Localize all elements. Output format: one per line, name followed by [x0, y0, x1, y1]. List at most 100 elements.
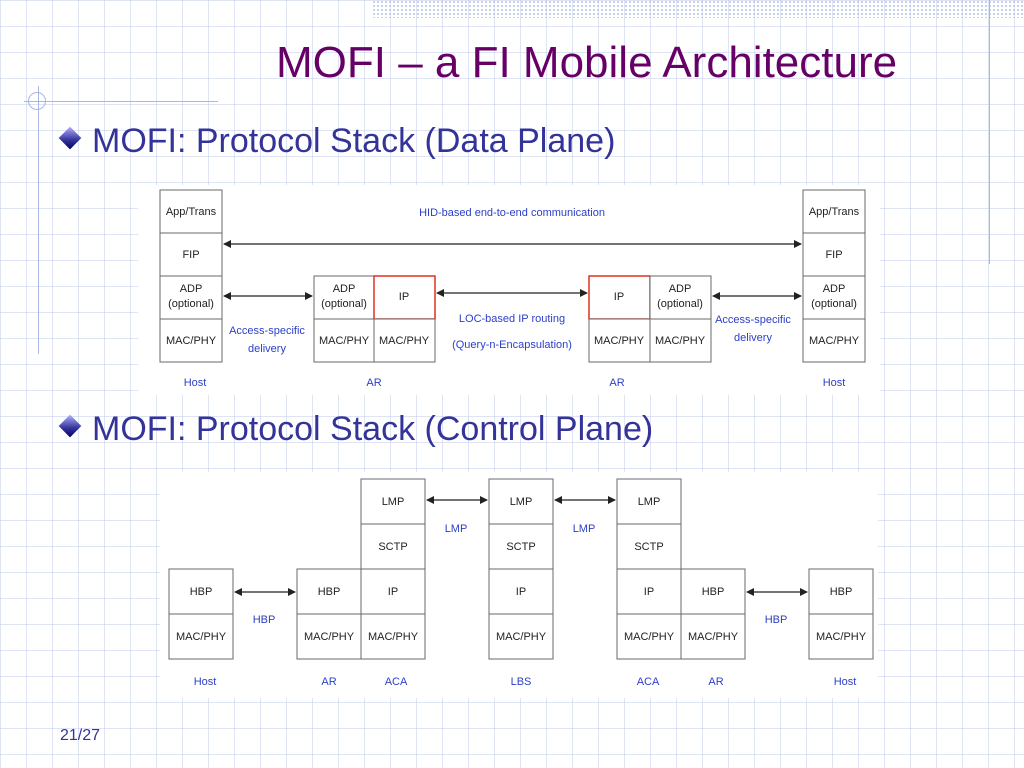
dp-ar-right-mac2: MAC/PHY [655, 335, 706, 347]
dp-query-label: (Query-n-Encapsulation) [452, 339, 572, 351]
dp-host-left-app: App/Trans [166, 206, 217, 218]
cp-aca-left-stack: LMP SCTP IP MAC/PHY ACA [360, 478, 426, 688]
dp-host-left-fip: FIP [182, 249, 199, 261]
bullet-control-plane: MOFI: Protocol Stack (Control Plane) [58, 410, 654, 449]
cp-aca-right-sctp-box [616, 523, 682, 570]
cp-aca-right-ip-box [616, 568, 682, 615]
cp-lbs-mac-box [488, 613, 554, 660]
dp-ar-right-stack: IP ADP (optional) MAC/PHY MAC/PHY AR [588, 275, 712, 389]
cp-lbs-ip-box [488, 568, 554, 615]
dp-host-left-stack: App/Trans FIP ADP (optional) MAC/PHY Hos… [159, 189, 223, 389]
dp-host-right-app-box [802, 189, 866, 234]
dp-ar-left-stack: ADP (optional) IP MAC/PHY MAC/PHY AR [313, 275, 436, 389]
dp-ar-left-adp: ADP [333, 283, 356, 295]
cp-lmp-label-1: LMP [445, 523, 468, 535]
cp-ar-left-stack: HBP MAC/PHY AR [296, 568, 362, 688]
cp-lbs-lmp: LMP [510, 496, 533, 508]
cp-host-right-stack: HBP MAC/PHY Host [808, 568, 874, 688]
dp-ar-left-mac2-box [373, 318, 436, 363]
dp-host-left-mac-box [159, 318, 223, 363]
cp-aca-left-mac: MAC/PHY [368, 631, 419, 643]
dp-ar-right-ip: IP [614, 291, 624, 303]
cp-host-right-mac-box [808, 613, 874, 660]
dp-ar-left-mac1: MAC/PHY [319, 335, 370, 347]
cp-aca-right-lmp: LMP [638, 496, 661, 508]
dp-ar-left-ip-box [373, 275, 436, 320]
cp-aca-right-mac-box [616, 613, 682, 660]
cp-aca-left-sctp-box [360, 523, 426, 570]
cp-lbs-name: LBS [511, 676, 532, 688]
dp-host-left-adp-optional: (optional) [168, 298, 214, 310]
cp-host-left-stack: HBP MAC/PHY Host [168, 568, 234, 688]
cp-lbs-stack: LMP SCTP IP MAC/PHY LBS [488, 478, 554, 688]
right-decoration-line [989, 0, 990, 264]
dp-ar-right-mac1: MAC/PHY [594, 335, 645, 347]
cp-aca-right-ip: IP [644, 586, 654, 598]
decoration-circle [28, 92, 46, 110]
dp-access-right-1: Access-specific [715, 314, 791, 326]
cp-lbs-sctp: SCTP [506, 541, 535, 553]
cp-aca-right-stack: LMP SCTP IP MAC/PHY ACA [616, 478, 682, 688]
title-underline-decoration [24, 101, 218, 102]
cp-host-left-name: Host [194, 676, 217, 688]
cp-aca-left-ip: IP [388, 586, 398, 598]
bullet-text: MOFI: Protocol Stack (Control Plane) [92, 410, 654, 448]
dp-ar-left-mac2: MAC/PHY [379, 335, 430, 347]
cp-ar-left-name: AR [321, 676, 336, 688]
dp-host-right-adp-optional: (optional) [811, 298, 857, 310]
cp-host-right-hbp: HBP [830, 586, 853, 598]
dp-loc-label: LOC-based IP routing [459, 313, 565, 325]
slide-title: MOFI – a FI Mobile Architecture [276, 38, 898, 87]
dp-ar-right-adp: ADP [669, 283, 692, 295]
dp-ar-right-adp-optional: (optional) [657, 298, 703, 310]
cp-aca-left-name: ACA [385, 676, 408, 688]
dp-host-right-adp: ADP [823, 283, 846, 295]
dp-ar-right-adp-box [649, 275, 712, 320]
cp-ar-left-hbp: HBP [318, 586, 341, 598]
dp-access-left-1: Access-specific [229, 325, 305, 337]
dp-ar-left-mac1-box [313, 318, 375, 363]
cp-host-left-mac-box [168, 613, 234, 660]
dp-host-left-adp: ADP [180, 283, 203, 295]
top-decoration-band [372, 0, 1024, 18]
cp-host-right-name: Host [834, 676, 857, 688]
dp-ar-left-adp-box [313, 275, 375, 320]
cp-host-left-mac: MAC/PHY [176, 631, 227, 643]
dp-ar-left-ip: IP [399, 291, 409, 303]
cp-lbs-ip: IP [516, 586, 526, 598]
cp-hbp-label-right: HBP [765, 614, 788, 626]
cp-aca-left-sctp: SCTP [378, 541, 407, 553]
cp-host-right-mac: MAC/PHY [816, 631, 867, 643]
cp-aca-right-mac: MAC/PHY [624, 631, 675, 643]
cp-ar-right-mac-box [680, 613, 746, 660]
left-decoration-line [38, 86, 39, 354]
cp-host-left-hbp: HBP [190, 586, 213, 598]
dp-host-right-fip-box [802, 232, 866, 277]
cp-ar-right-hbp: HBP [702, 586, 725, 598]
dp-access-left-2: delivery [248, 343, 286, 355]
dp-ar-left-adp-optional: (optional) [321, 298, 367, 310]
dp-ar-left-name: AR [366, 377, 381, 389]
dp-host-right-mac: MAC/PHY [809, 335, 860, 347]
dp-ar-right-mac2-box [649, 318, 712, 363]
cp-host-right-hbp-box [808, 568, 874, 615]
cp-aca-right-sctp: SCTP [634, 541, 663, 553]
cp-lmp-label-2: LMP [573, 523, 596, 535]
cp-hbp-label-left: HBP [253, 614, 276, 626]
dp-host-left-name: Host [184, 377, 207, 389]
cp-ar-right-hbp-box [680, 568, 746, 615]
cp-aca-right-lmp-box [616, 478, 682, 525]
dp-host-right-stack: App/Trans FIP ADP (optional) MAC/PHY Hos… [802, 189, 866, 389]
bullet-data-plane: MOFI: Protocol Stack (Data Plane) [58, 122, 615, 161]
dp-host-right-fip: FIP [825, 249, 842, 261]
cp-ar-right-name: AR [708, 676, 723, 688]
dp-host-left-mac: MAC/PHY [166, 335, 217, 347]
cp-host-left-hbp-box [168, 568, 234, 615]
dp-host-left-fip-box [159, 232, 223, 277]
dp-access-right-2: delivery [734, 332, 772, 344]
dp-host-right-name: Host [823, 377, 846, 389]
cp-aca-left-mac-box [360, 613, 426, 660]
page-number: 21/27 [60, 727, 101, 744]
dp-host-right-mac-box [802, 318, 866, 363]
